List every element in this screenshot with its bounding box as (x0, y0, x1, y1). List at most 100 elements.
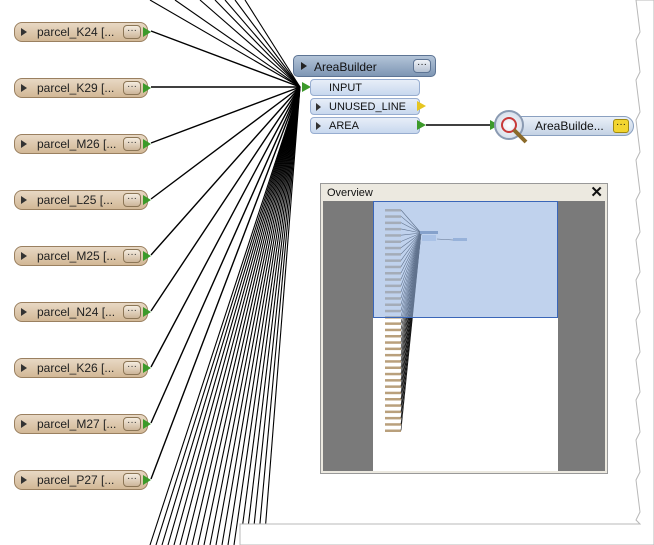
input-port-icon[interactable] (302, 82, 311, 92)
thumbnail-reader (385, 360, 401, 363)
connection-line (173, 86, 301, 545)
magnifier-icon (494, 110, 528, 144)
connection-line (257, 86, 301, 545)
reader-menu-button[interactable]: ··· (123, 249, 141, 263)
overview-canvas[interactable] (323, 201, 605, 471)
expand-arrow-icon[interactable] (21, 420, 27, 428)
thumbnail-reader (385, 429, 401, 432)
expand-arrow-icon[interactable] (21, 252, 27, 260)
expand-arrow-icon[interactable] (21, 84, 27, 92)
connection-line (167, 86, 301, 545)
port-label: INPUT (329, 82, 362, 94)
connection-line (209, 86, 301, 545)
thumbnail-reader (385, 341, 401, 344)
expand-arrow-icon[interactable] (316, 122, 321, 130)
output-port-icon[interactable] (143, 251, 151, 261)
connection-line (150, 86, 301, 312)
connection-line (179, 86, 301, 545)
reader-node[interactable]: parcel_N24 [... ··· (14, 302, 151, 322)
thumbnail-reader (385, 372, 401, 376)
reader-label: parcel_N24 [... (37, 305, 116, 319)
reader-node[interactable]: parcel_P27 [... ··· (14, 470, 151, 490)
expand-arrow-icon[interactable] (21, 28, 27, 36)
reader-menu-button[interactable]: ··· (123, 361, 141, 375)
reader-label: parcel_K24 [... (37, 25, 115, 39)
connection-line (263, 86, 301, 545)
transformer-title: AreaBuilder (314, 60, 377, 74)
expand-arrow-icon[interactable] (301, 62, 307, 70)
connection-line (199, 0, 301, 88)
areabuilder-transformer[interactable]: AreaBuilder ··· (293, 55, 436, 77)
expand-arrow-icon[interactable] (21, 364, 27, 372)
reader-node[interactable]: parcel_K26 [...··· (14, 358, 151, 378)
expand-arrow-icon[interactable] (21, 476, 27, 484)
thumbnail-reader (385, 391, 401, 395)
output-port-icon[interactable] (143, 195, 151, 205)
transformer-menu-button[interactable]: ··· (413, 59, 431, 73)
reader-menu-button[interactable]: ··· (123, 193, 141, 207)
connection-line (214, 0, 301, 88)
reader-node[interactable]: parcel_M27 [...··· (14, 414, 151, 434)
connection-line (197, 86, 301, 545)
reader-node[interactable]: parcel_M25 [... ··· (14, 246, 151, 266)
thumbnail-reader (385, 398, 401, 401)
connection-line (221, 86, 301, 545)
expand-arrow-icon[interactable] (21, 196, 27, 204)
output-port-icon[interactable] (143, 475, 151, 485)
reader-label: parcel_M25 [... (37, 249, 117, 263)
output-port-icon[interactable] (143, 363, 151, 373)
output-port-icon[interactable] (143, 307, 151, 317)
connection-line (149, 0, 301, 88)
reader-node[interactable]: parcel_L25 [...··· (14, 190, 151, 210)
connection-line (233, 86, 301, 545)
close-icon[interactable]: ✕ (590, 184, 603, 201)
thumbnail-reader (385, 335, 401, 338)
port-input[interactable]: INPUT (310, 79, 420, 96)
reader-menu-button[interactable]: ··· (123, 473, 141, 487)
connection-line (185, 86, 301, 545)
thumbnail-reader (385, 379, 401, 382)
connection-line (245, 86, 301, 545)
thumbnail-reader (385, 353, 401, 357)
output-port-icon[interactable] (143, 419, 151, 429)
area-output-icon[interactable] (417, 120, 426, 130)
unused-line-output-icon[interactable] (417, 101, 426, 111)
reader-menu-button[interactable]: ··· (123, 137, 141, 151)
thumbnail-reader (385, 416, 401, 420)
connection-line (234, 0, 301, 88)
connection-line (155, 86, 301, 545)
connection-line (215, 86, 301, 545)
reader-node[interactable]: parcel_M26 [...··· (14, 134, 151, 154)
connection-line (244, 0, 301, 88)
reader-menu-button[interactable]: ··· (123, 417, 141, 431)
port-unused-line[interactable]: UNUSED_LINE (310, 98, 420, 115)
output-port-icon[interactable] (143, 27, 151, 37)
connection-line (150, 30, 301, 88)
thumbnail-reader (385, 410, 401, 414)
overview-viewport[interactable] (373, 201, 558, 318)
expand-arrow-icon[interactable] (316, 103, 321, 111)
reader-label: parcel_P27 [... (37, 473, 115, 487)
connection-line (161, 86, 301, 545)
expand-arrow-icon[interactable] (21, 140, 27, 148)
overview-window[interactable]: Overview ✕ (320, 183, 608, 474)
thumbnail-reader (385, 404, 401, 407)
inspector-transformer[interactable]: AreaBuilde... ··· (507, 116, 634, 136)
thumbnail-reader (385, 347, 401, 351)
reader-menu-button[interactable]: ··· (123, 81, 141, 95)
connection-line (150, 86, 301, 200)
reader-menu-button[interactable]: ··· (123, 25, 141, 39)
output-port-icon[interactable] (143, 83, 151, 93)
reader-node[interactable]: parcel_K24 [... ··· (14, 22, 151, 42)
thumbnail-reader (385, 385, 401, 388)
output-port-icon[interactable] (143, 139, 151, 149)
torn-edge (239, 0, 654, 545)
expand-arrow-icon[interactable] (21, 308, 27, 316)
reader-menu-button[interactable]: ··· (123, 305, 141, 319)
port-area[interactable]: AREA (310, 117, 420, 134)
inspector-menu-button[interactable]: ··· (613, 119, 629, 133)
connection-line (174, 0, 301, 88)
inspector-label: AreaBuilde... (535, 119, 604, 133)
reader-node[interactable]: parcel_K29 [...··· (14, 78, 151, 98)
